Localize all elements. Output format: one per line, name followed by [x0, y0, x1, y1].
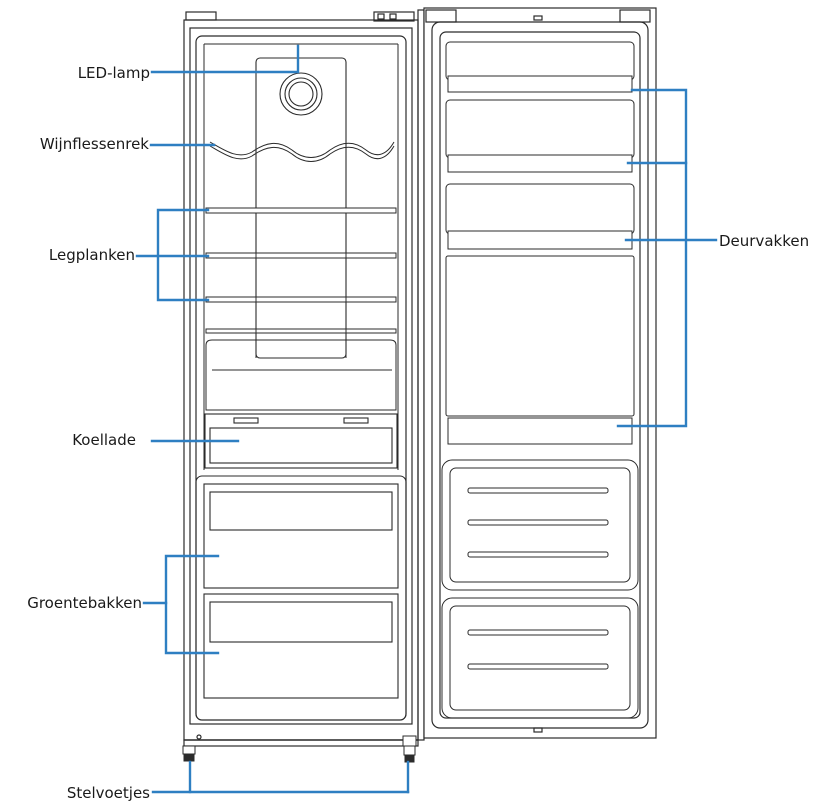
adjustable-feet: [182, 735, 417, 763]
label-chiller-drawer: Koellade: [72, 431, 136, 449]
callout-led-lamp: [150, 44, 300, 74]
callout-door-bins: [616, 88, 688, 428]
door-lower-panels: [441, 459, 639, 719]
label-adjustable-feet: Stelvoetjes: [66, 784, 150, 802]
callout-lines: [135, 44, 718, 794]
wine-rack: [209, 141, 395, 162]
label-door-bins: Deurvakken: [719, 232, 810, 250]
crisper-drawers: [195, 475, 407, 721]
drawer-housing: [205, 339, 397, 411]
label-wine-rack: Wijnflessenrek: [39, 135, 149, 153]
label-led-lamp: LED-lamp: [77, 64, 150, 82]
callout-crisper-drawers: [164, 554, 220, 655]
label-crisper-drawers: Groentebakken: [27, 594, 142, 612]
label-shelves: Legplanken: [48, 246, 135, 264]
door-bins: [445, 41, 635, 445]
door-panel-ribs: [467, 487, 609, 670]
